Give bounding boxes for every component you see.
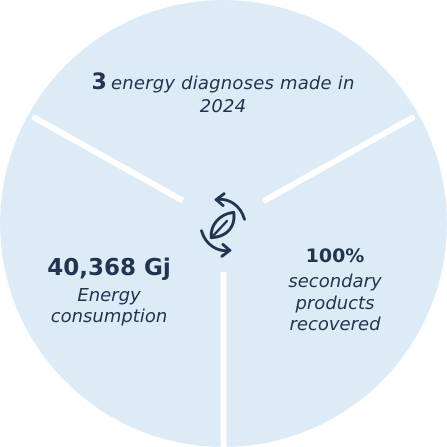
leaf-recycle-icon	[200, 192, 246, 258]
diagnoses-text: energy diagnoses made in 2024	[110, 73, 355, 117]
secondary-products-value: 100%	[305, 245, 365, 267]
energy-consumption-value: 40,368 Gj	[47, 255, 171, 281]
diagnoses-number: 3	[91, 70, 107, 95]
secondary-products-label-line2: products	[295, 292, 375, 314]
energy-consumption-label-line1: Energy	[77, 285, 141, 307]
segment-energy-consumption: 40,368 Gj Energy consumption	[24, 255, 194, 328]
segment-secondary-products: 100% secondary products recovered	[265, 245, 405, 335]
secondary-products-label-line3: recovered	[289, 313, 381, 335]
secondary-products-label-line1: secondary	[288, 271, 382, 293]
energy-consumption-label-line2: consumption	[50, 306, 168, 328]
center-badge	[176, 178, 270, 272]
